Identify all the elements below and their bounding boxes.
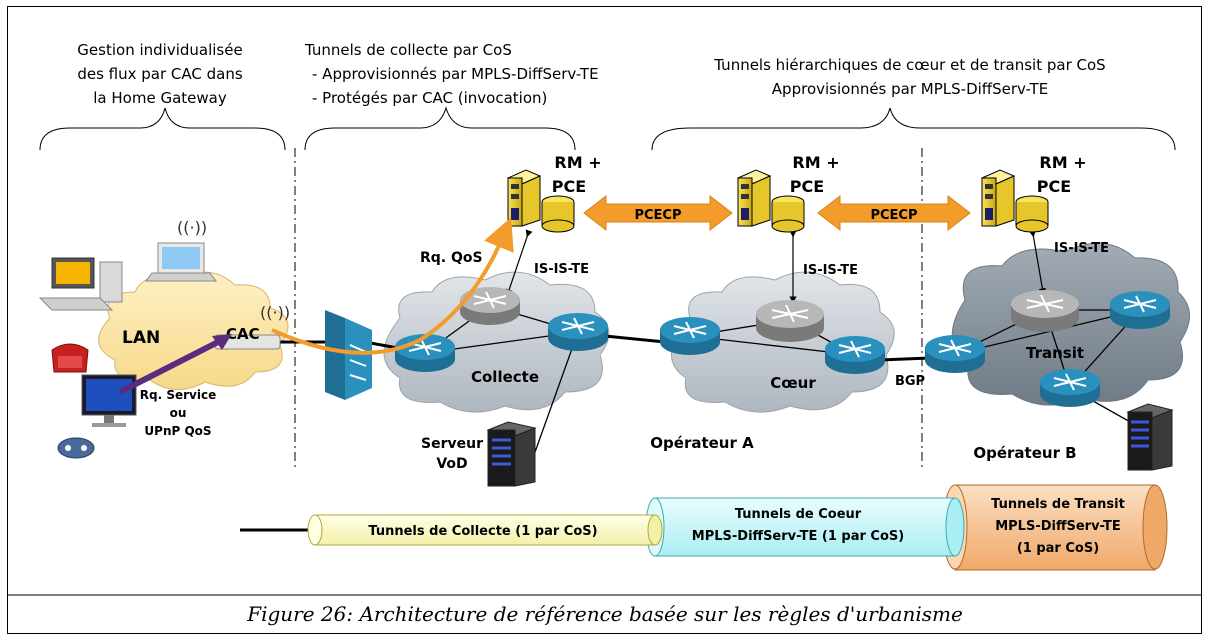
transit-label: Transit <box>1026 344 1084 362</box>
router-collecte-core <box>460 287 520 325</box>
rm-label-1: RM + <box>554 153 601 172</box>
laptop-icon: ((·)) <box>145 218 217 282</box>
coeur-label: Cœur <box>770 374 816 392</box>
right-brace <box>651 107 1176 151</box>
middle-brace <box>304 106 576 151</box>
tv-icon <box>81 374 137 427</box>
header-left-1: Gestion individualisée <box>77 41 242 59</box>
tunnel-coeur-label-1: Tunnels de Coeur <box>735 507 862 522</box>
router-transit-2 <box>1110 291 1170 329</box>
transit-server-icon <box>1126 403 1174 471</box>
router-coeur-1 <box>660 317 720 355</box>
rq-service-label-1: Rq. Service <box>140 388 216 402</box>
bgp-label: BGP <box>895 374 925 389</box>
lan-label: LAN <box>122 328 160 348</box>
tunnel-transit-label-1: Tunnels de Transit <box>991 497 1125 512</box>
gamepad-icon <box>57 437 95 459</box>
rq-service-arrow <box>118 337 224 395</box>
left-brace <box>39 107 286 151</box>
tunnel-coeur-label-2: MPLS-DiffServ-TE (1 par CoS) <box>692 529 904 544</box>
tunnel-transit-label-3: (1 par CoS) <box>1017 541 1099 556</box>
isiste-label-2: IS-IS-TE <box>803 263 858 278</box>
rm-pce-server-icon-2 <box>736 169 805 233</box>
header-middle-3: - Protégés par CAC (invocation) <box>312 89 547 107</box>
header-left-2: des flux par CAC dans <box>77 65 243 83</box>
figure-frame <box>7 6 1202 634</box>
pcecp-arrow-1: PCECP <box>583 194 733 232</box>
rm-pce-server-icon-3 <box>980 169 1049 233</box>
pcecp-arrow-2: PCECP <box>817 194 971 232</box>
gateway-wifi-icon: ((·)) <box>260 303 290 322</box>
router-collecte-2 <box>548 313 608 351</box>
cac-label: CAC <box>226 325 260 343</box>
tunnel-collecte-label: Tunnels de Collecte (1 par CoS) <box>368 524 597 539</box>
figure-caption: Figure 26: Architecture de référence bas… <box>246 602 963 626</box>
tunnel-transit-label-2: MPLS-DiffServ-TE <box>995 519 1121 534</box>
rq-service-label-3: UPnP QoS <box>144 424 211 438</box>
qos-request-arrow <box>271 217 514 355</box>
isiste-label-3: IS-IS-TE <box>1054 241 1109 256</box>
header-middle-2: - Approvisionnés par MPLS-DiffServ-TE <box>312 65 599 83</box>
vod-label: VoD <box>436 456 467 472</box>
serveur-label: Serveur <box>421 436 483 452</box>
router-transit-3 <box>1040 369 1100 407</box>
tunnel-coeur <box>645 497 965 557</box>
tunnel-collecte <box>307 514 663 546</box>
rm-pce-server-icon-1 <box>506 169 575 233</box>
access-switch-icon <box>325 310 372 400</box>
header-right-2: Approvisionnés par MPLS-DiffServ-TE <box>772 80 1048 98</box>
rq-service-label-2: ou <box>170 406 187 420</box>
pce-label-1: PCE <box>552 177 586 196</box>
wifi-icon: ((·)) <box>177 218 207 237</box>
pce-label-2: PCE <box>790 177 824 196</box>
isiste-label-1: IS-IS-TE <box>534 262 589 277</box>
collecte-cloud <box>383 271 610 413</box>
router-transit-core <box>1011 290 1079 332</box>
telephone-icon <box>51 343 89 373</box>
router-coeur-2 <box>825 336 885 374</box>
desktop-pc-icon <box>38 257 123 311</box>
vod-server-icon <box>486 421 537 487</box>
collecte-label: Collecte <box>471 368 539 386</box>
rm-label-3: RM + <box>1039 153 1086 172</box>
header-left-3: la Home Gateway <box>93 89 227 107</box>
header-middle-1: Tunnels de collecte par CoS <box>304 41 512 59</box>
operateur-a-label: Opérateur A <box>650 434 754 452</box>
router-collecte-1 <box>395 334 455 372</box>
operateur-b-label: Opérateur B <box>973 444 1076 462</box>
rm-label-2: RM + <box>792 153 839 172</box>
pcecp-label-2: PCECP <box>870 208 917 223</box>
router-transit-1 <box>925 335 985 373</box>
pce-label-3: PCE <box>1037 177 1071 196</box>
header-right-1: Tunnels hiérarchiques de cœur et de tran… <box>713 56 1105 74</box>
pcecp-label-1: PCECP <box>634 208 681 223</box>
router-coeur-core <box>756 300 824 342</box>
rq-qos-label: Rq. QoS <box>420 250 483 266</box>
